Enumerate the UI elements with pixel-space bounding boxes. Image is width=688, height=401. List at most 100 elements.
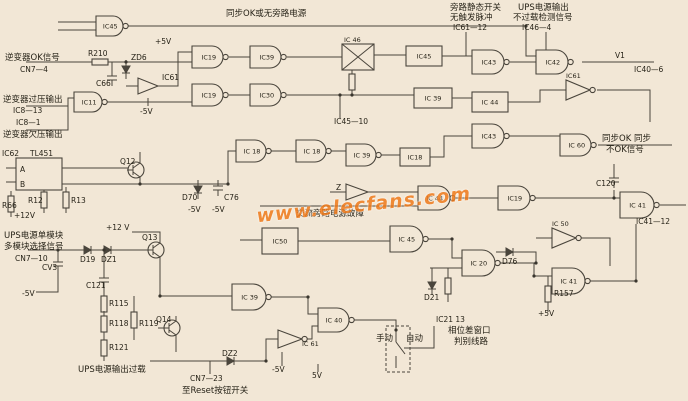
gate-symbol (15, 157, 63, 191)
ic-ic43-symbol: IC43 (471, 123, 510, 149)
svg-text:IC18: IC18 (408, 154, 423, 162)
schematic-label: 相位差窗口 (448, 325, 491, 336)
svg-text:IC11: IC11 (82, 99, 97, 107)
d21-diode-symbol (427, 276, 437, 295)
ic-ic50-symbol: IC 50 (551, 220, 582, 249)
junction-dot (226, 182, 230, 186)
schematic-label: D76 (502, 257, 518, 266)
wire (404, 326, 435, 349)
switch-enclosure (385, 325, 411, 373)
schematic-label: CN7—10 (15, 254, 48, 263)
d76-diode-symbol (501, 247, 518, 257)
r118-resistor-symbol (100, 311, 108, 337)
schematic-label: -5V (272, 365, 285, 374)
schematic-label: D21 (424, 293, 440, 302)
svg-text:IC43: IC43 (481, 59, 496, 67)
schematic-label: R12 (28, 196, 43, 205)
ic-ic45-symbol: IC45 (95, 15, 129, 37)
svg-text:IC 41: IC 41 (560, 278, 577, 286)
svg-text:IC 39: IC 39 (354, 152, 371, 160)
schematic-label: 判别线路 (454, 336, 489, 347)
schematic-label: UPS电源输出过载 (78, 364, 146, 375)
ic-ic45-symbol: IC45 (405, 45, 443, 67)
schematic-label: C121 (86, 281, 106, 290)
ic-ic39-symbol: IC39 (249, 45, 287, 69)
junction-dot (394, 328, 398, 332)
svg-text:IC19: IC19 (201, 92, 216, 100)
schematic-label: 同步OK或无旁路电源 (226, 8, 307, 19)
schematic-label: ZD6 (131, 53, 147, 62)
dz2-diode-symbol (222, 356, 239, 366)
schematic-label: 无触发脉冲 (450, 12, 493, 23)
wire (26, 106, 69, 131)
ic-ic19-symbol: IC19 (191, 83, 229, 107)
junction-dot (306, 295, 310, 299)
ic-ic44-symbol: IC 44 (417, 185, 456, 211)
schematic-label: C66 (96, 79, 111, 88)
schematic-label: -5V (212, 205, 225, 214)
junction-dot (264, 359, 268, 363)
schematic-label: CN7—23 (190, 374, 223, 383)
wire (500, 262, 552, 277)
junction-dot (634, 279, 638, 283)
svg-text:IC50: IC50 (273, 238, 288, 246)
schematic-label: R13 (71, 196, 86, 205)
ic-ic40-symbol: IC 40 (317, 307, 355, 333)
r157-resistor-symbol (544, 281, 552, 307)
svg-text:IC 44: IC 44 (482, 99, 499, 107)
resistor-symbol (444, 273, 452, 299)
schematic-label: D19 (80, 255, 96, 264)
schematic-label: 交流旁路电源故障 (296, 208, 365, 219)
ic-ic43-symbol: IC43 (471, 49, 510, 75)
ic-ic19-symbol: IC19 (497, 185, 536, 211)
svg-text:IC 18: IC 18 (244, 148, 261, 156)
schematic-label: IC41—12 (636, 217, 670, 226)
wire (597, 89, 651, 122)
svg-text:IC42: IC42 (545, 59, 560, 67)
wire (395, 341, 406, 355)
wire (590, 224, 637, 282)
junction-dot (124, 60, 128, 64)
ic-ic18-symbol: IC 18 (235, 139, 272, 163)
schematic-label: +12V (14, 211, 36, 220)
schematic-label: R121 (109, 343, 129, 352)
wire (239, 338, 278, 362)
c121-capacitor-symbol (99, 272, 109, 288)
schematic-label: UPS电源输出 (518, 2, 569, 13)
r119-resistor-symbol (130, 307, 138, 333)
wire (508, 89, 566, 103)
r66-resistor-symbol (7, 191, 15, 217)
svg-text:IC45: IC45 (103, 23, 118, 31)
ic-ic30-symbol: IC30 (249, 83, 287, 107)
d70-diode-symbol (193, 180, 203, 199)
c120-capacitor-symbol (609, 172, 619, 188)
schematic-label: R66 (2, 201, 17, 210)
schematic-label: Q12 (120, 157, 136, 166)
schematic-label: IC46—4 (522, 23, 551, 32)
svg-text:IC 39: IC 39 (241, 294, 258, 302)
schematic-label: IC62 (2, 149, 19, 158)
ic-ic19-symbol: IC19 (191, 45, 229, 69)
ic-ic61-symbol: IC61 (565, 72, 596, 101)
ic-ic39-symbol: IC 39 (345, 143, 382, 167)
svg-text:IC19: IC19 (201, 54, 216, 62)
svg-text:IC30: IC30 (259, 92, 274, 100)
junction-dot (534, 261, 538, 265)
ic-ic11-symbol: IC11 (73, 91, 108, 113)
ic-ic61-symbol: IC 61 (277, 329, 319, 349)
wire (158, 51, 192, 87)
schematic-label: UPS电源单模块 (4, 230, 64, 241)
schematic-label: R115 (109, 299, 129, 308)
dz1-diode-symbol (99, 245, 116, 255)
schematic-label: D70 (182, 193, 198, 202)
svg-text:IC 44: IC 44 (426, 195, 443, 203)
schematic-label: CV3 (42, 263, 57, 272)
wire (354, 319, 397, 330)
svg-text:IC61: IC61 (566, 72, 581, 80)
schematic-label: CN7—4 (20, 65, 48, 74)
schematic-label: -5V (22, 289, 35, 298)
svg-text:IC 46: IC 46 (344, 36, 361, 44)
ic-ic41-symbol: IC 41 (619, 191, 660, 219)
schematic-label: 同步OK 同步 (602, 134, 651, 144)
